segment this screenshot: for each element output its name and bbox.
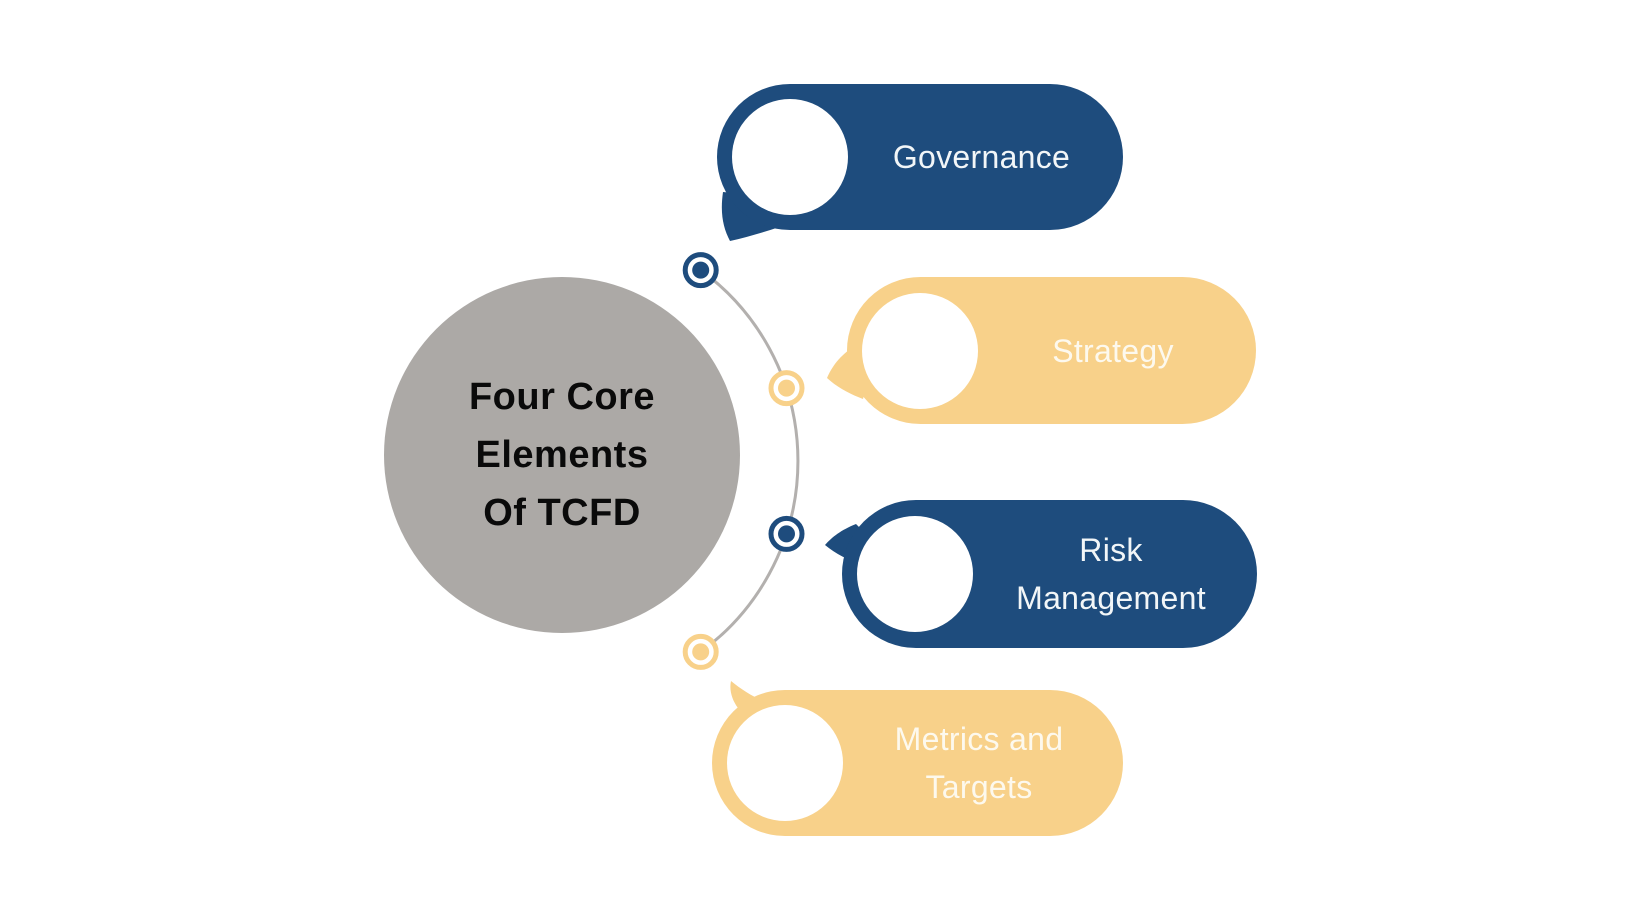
blank-icon-circle xyxy=(732,99,848,215)
connector-arc xyxy=(699,268,800,654)
governance-label: Governance xyxy=(892,139,1071,175)
strategy-label: Strategy xyxy=(1052,332,1174,369)
central-circle: Four Core Elements Of TCFD xyxy=(384,277,740,633)
risk-management-label: Risk Management xyxy=(1016,532,1206,616)
metrics-and-targets-pill: Metrics and Targets xyxy=(712,690,1123,836)
governance-pill: Governance xyxy=(717,84,1123,230)
blank-icon-circle xyxy=(727,705,843,821)
governance-node-marker xyxy=(682,252,719,289)
diagram-title: Four Core Elements Of TCFD xyxy=(468,376,656,534)
risk-management-node-marker xyxy=(768,515,805,552)
strategy-pill: Strategy xyxy=(847,277,1256,424)
strategy-node-marker xyxy=(768,370,805,407)
risk-management-pill: Risk Management xyxy=(842,500,1257,648)
blank-icon-circle xyxy=(857,516,973,632)
metrics-and-targets-node-marker xyxy=(682,633,719,670)
blank-icon-circle xyxy=(862,292,978,409)
metrics-and-targets-label: Metrics and Targets xyxy=(894,721,1064,805)
